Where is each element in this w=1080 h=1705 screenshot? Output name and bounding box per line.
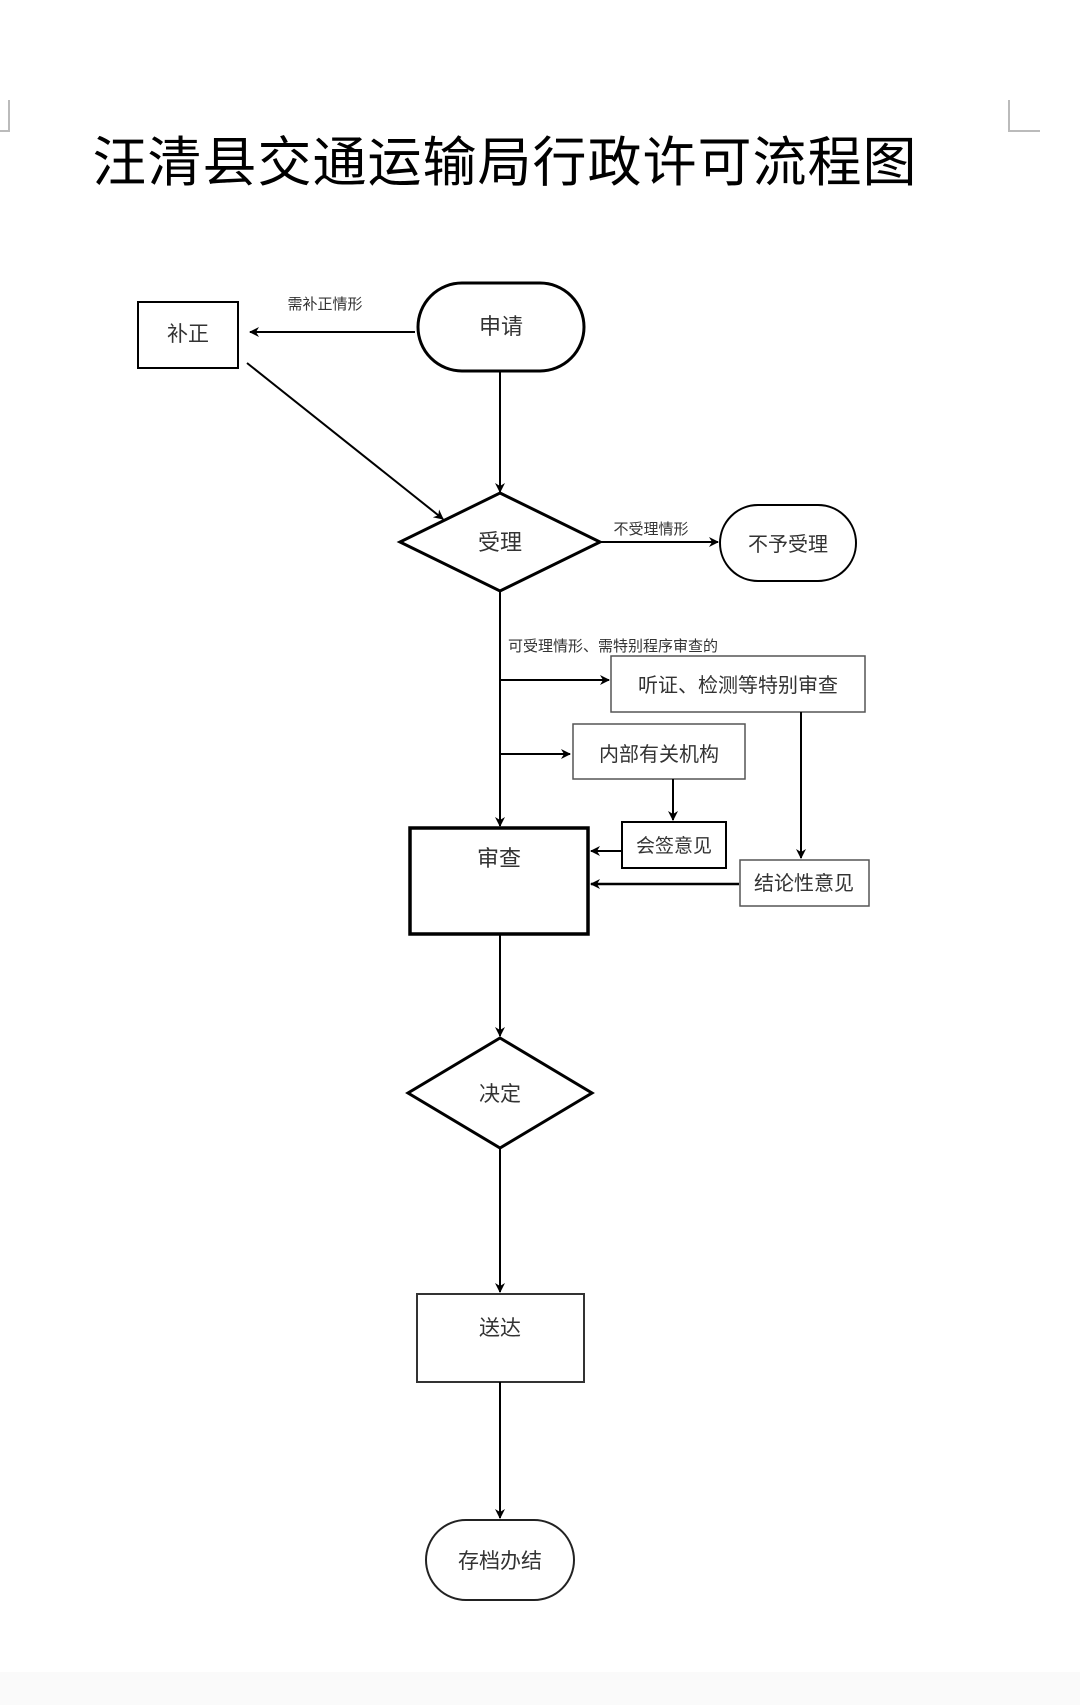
node-special-review-label: 听证、检测等特别审查 [638,673,838,697]
page-title: 汪清县交通运输局行政许可流程图 [92,131,918,194]
node-apply-label: 申请 [479,315,523,340]
node-accept: 受理 [396,491,604,593]
node-supplement: 补正 [137,301,239,369]
node-conclusion-label: 结论性意见 [754,871,854,895]
node-review: 审查 [408,826,590,936]
node-countersign-label: 会签意见 [636,835,712,857]
node-reject: 不予受理 [719,504,857,582]
node-special-review: 听证、检测等特别审查 [610,655,866,713]
node-apply: 申请 [416,281,586,373]
edge-label-not-accepted: 不受理情形 [613,520,688,538]
node-archive-label: 存档办结 [458,1549,542,1573]
node-internal-org: 内部有关机构 [572,723,746,780]
node-accept-label: 受理 [478,531,522,556]
node-review-label: 审查 [477,847,521,872]
edge-supplement-to-accept [246,362,444,520]
node-deliver: 送达 [416,1293,585,1383]
node-internal-org-label: 内部有关机构 [599,742,719,766]
node-countersign: 会签意见 [621,821,727,869]
page-corner-mark-left [0,100,10,132]
node-reject-label: 不予受理 [748,532,828,556]
node-supplement-label: 补正 [167,322,209,346]
node-decision: 决定 [405,1036,595,1150]
node-archive: 存档办结 [425,1519,575,1601]
node-decision-label: 决定 [479,1082,521,1106]
edge-label-need-supplement: 需补正情形 [287,295,362,313]
bottom-bar [0,1672,1080,1705]
node-conclusion: 结论性意见 [739,859,870,907]
node-deliver-label: 送达 [479,1316,521,1340]
edge-label-special-procedure: 可受理情形、需特别程序审查的 [508,637,718,655]
page-corner-mark-right [1008,100,1040,132]
